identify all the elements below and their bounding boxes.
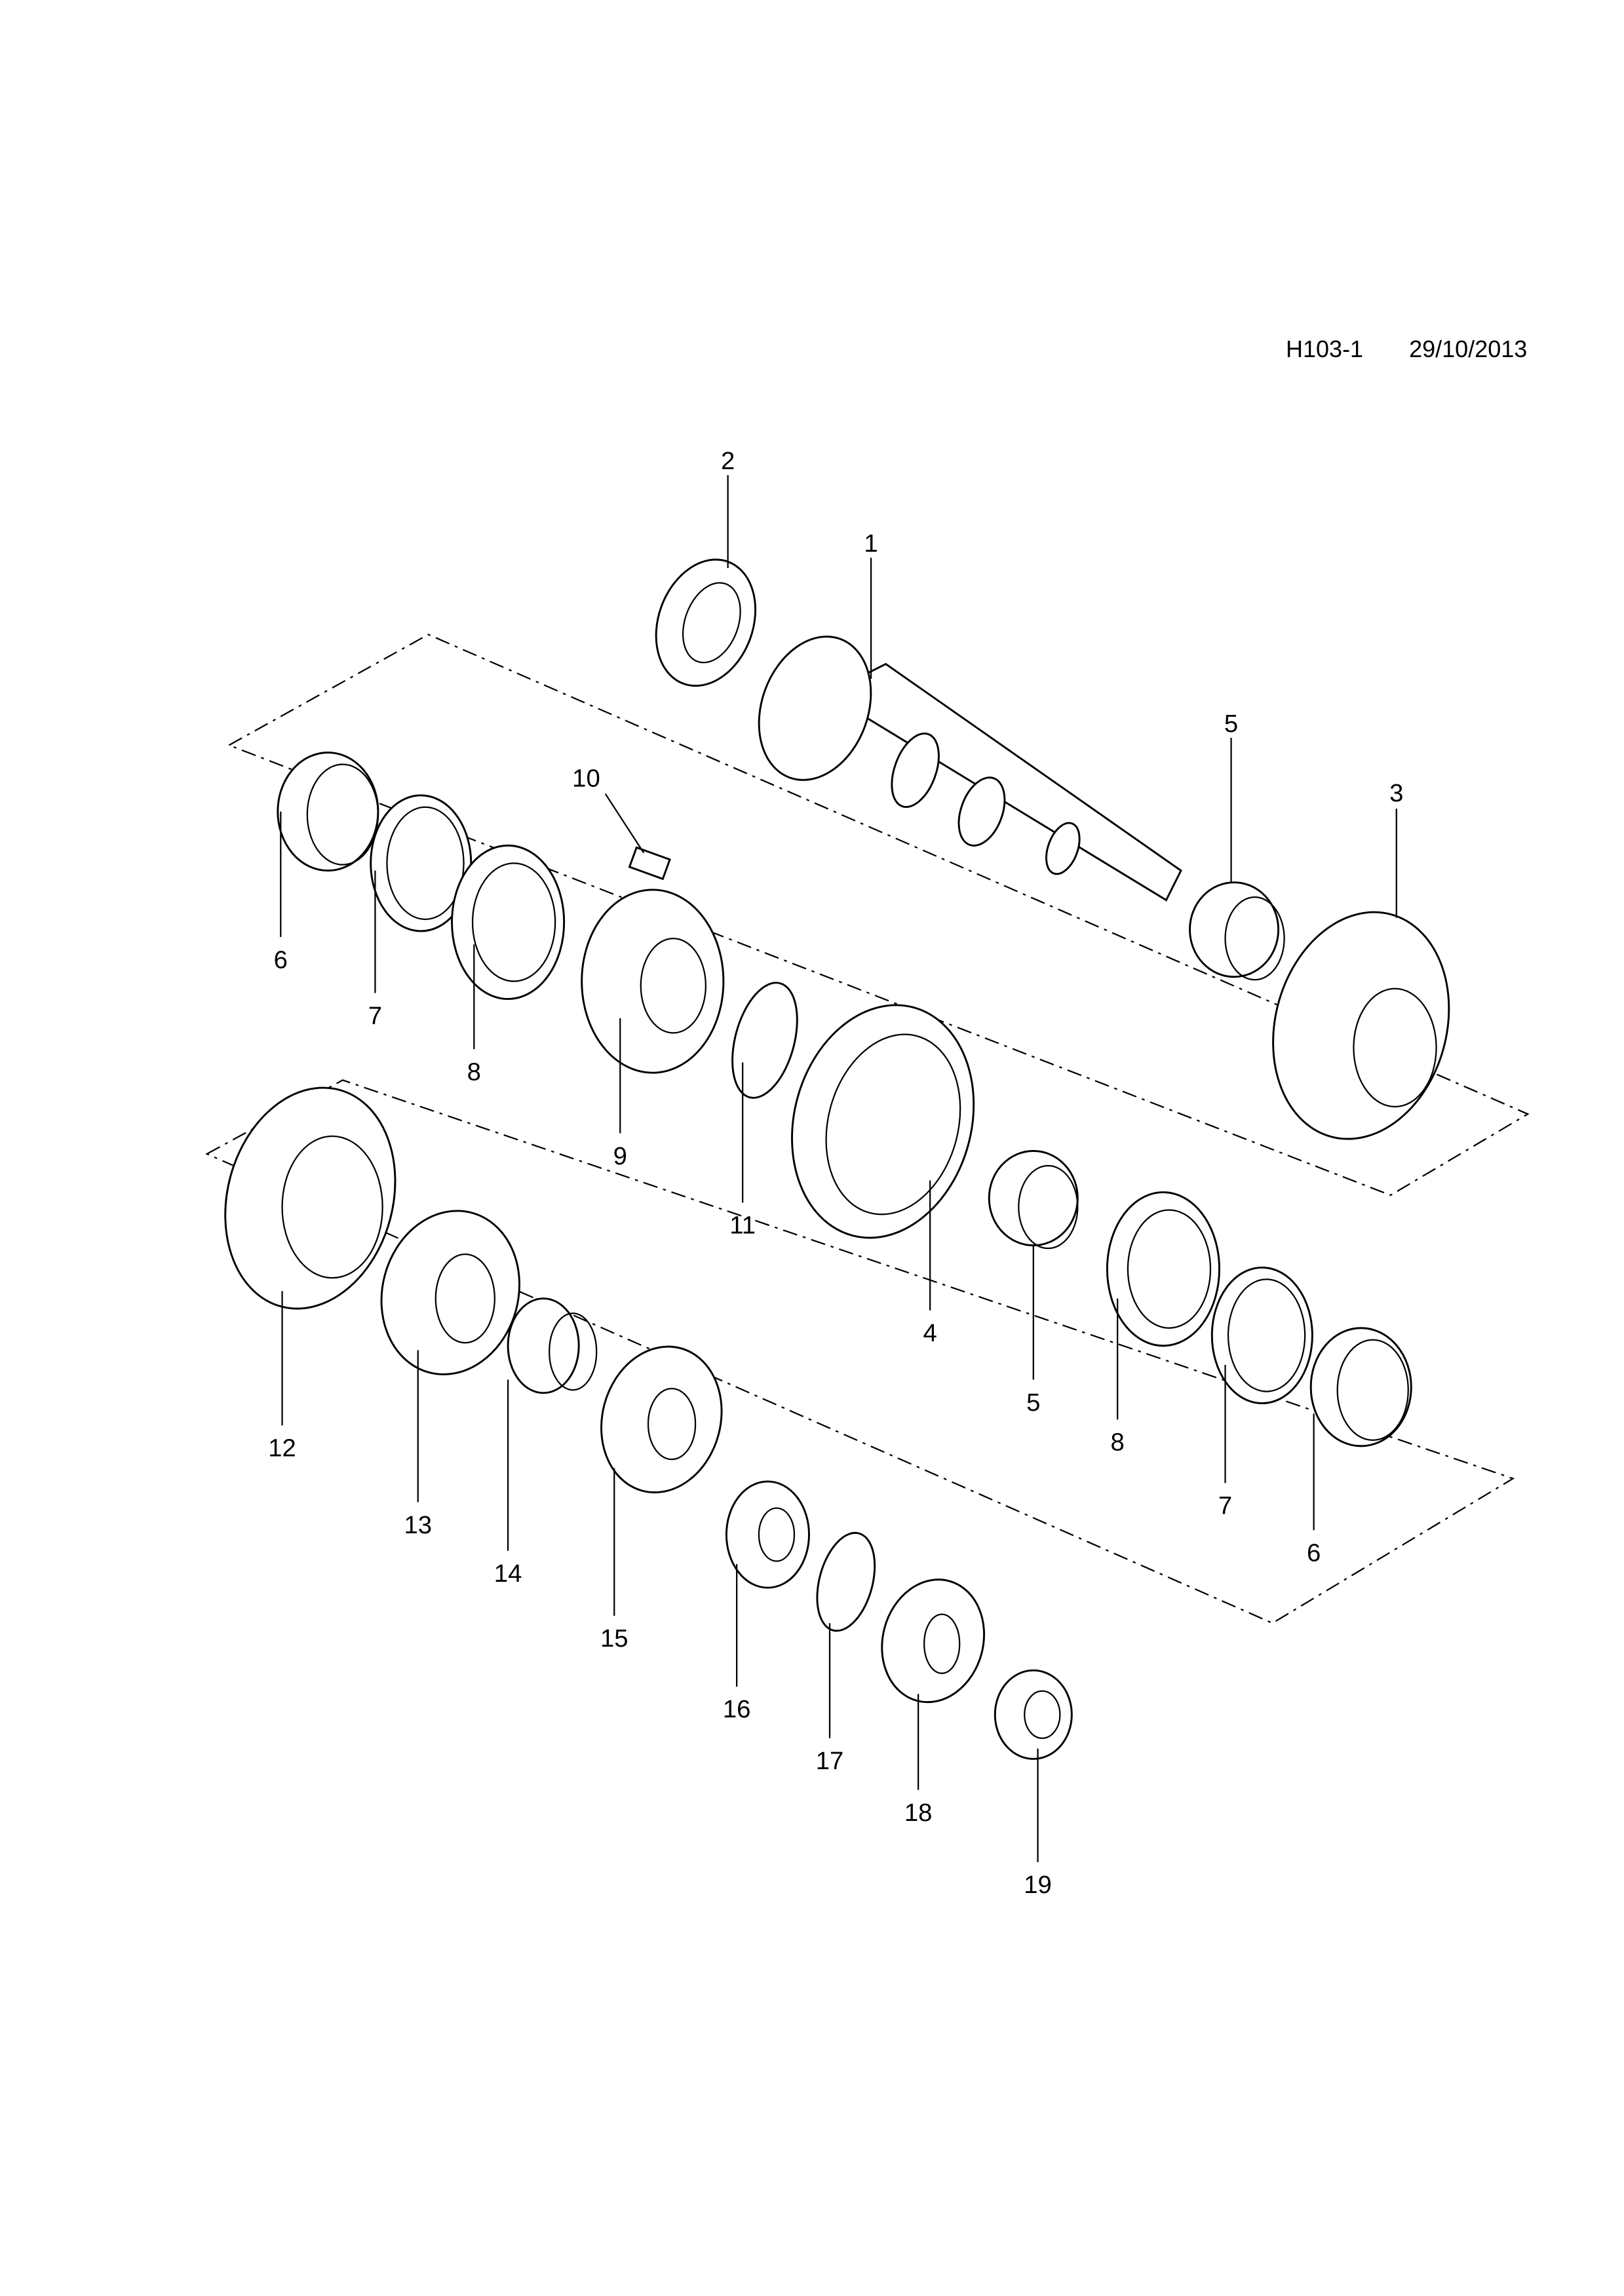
gear-3 [1272, 911, 1450, 1140]
bearing-16 [725, 1480, 810, 1589]
callout-10: 10 [572, 764, 600, 792]
callout-9: 9 [613, 1142, 627, 1170]
gear-12 [224, 1086, 396, 1310]
ring-7-lower [1210, 1266, 1313, 1405]
callout-1: 1 [864, 529, 878, 558]
snap-ring-11 [731, 982, 798, 1099]
callout-13: 13 [404, 1511, 432, 1539]
callout-8: 8 [467, 1058, 481, 1086]
nut-19 [994, 1669, 1073, 1760]
callout-5-lower: 5 [1026, 1388, 1040, 1417]
callout-15: 15 [600, 1624, 628, 1653]
callout-5: 5 [1224, 710, 1238, 738]
input-shaft-1 [758, 636, 1182, 902]
callout-6: 6 [274, 946, 288, 974]
synchro-assembly-9 [581, 889, 725, 1074]
callout-14: 14 [494, 1559, 522, 1588]
callout-12: 12 [268, 1434, 296, 1463]
diagram-date: 29/10/2013 [1409, 335, 1528, 362]
diagram-code: H103-1 [1286, 335, 1364, 362]
callout-19: 19 [1024, 1871, 1052, 1899]
needle-bearing-5-lower [988, 1150, 1079, 1250]
callout-2: 2 [721, 447, 735, 475]
callout-16: 16 [723, 1695, 751, 1723]
sleeve-14 [507, 1297, 598, 1394]
callout-11: 11 [729, 1212, 756, 1240]
synchro-ring-8-upper [451, 844, 566, 1001]
snap-ring-17 [816, 1531, 876, 1632]
callout-18: 18 [904, 1799, 933, 1827]
callout-7: 7 [368, 1002, 382, 1030]
bearing-2 [655, 558, 757, 687]
key-10 [628, 846, 671, 881]
callout-6-lower: 6 [1307, 1539, 1321, 1567]
gear-13 [380, 1210, 520, 1375]
callout-4: 4 [923, 1319, 937, 1347]
callout-3: 3 [1389, 779, 1403, 807]
callout-8-lower: 8 [1111, 1428, 1125, 1457]
synchro-hub-6-upper [277, 752, 379, 872]
synchro-hub-6-lower [1309, 1327, 1412, 1447]
leader-lines [280, 475, 1397, 1862]
callout-7-lower: 7 [1218, 1491, 1232, 1520]
synchro-ring-8-lower [1106, 1191, 1220, 1347]
callout-17: 17 [816, 1747, 844, 1775]
upper-group-outline [227, 634, 1530, 1196]
diagram-header: H103-1 29/10/2013 [1286, 335, 1573, 363]
needle-bearing-5-upper [1189, 881, 1285, 981]
gear-4 [791, 1004, 975, 1239]
gear-15 [600, 1345, 723, 1494]
gear-18 [881, 1578, 986, 1704]
